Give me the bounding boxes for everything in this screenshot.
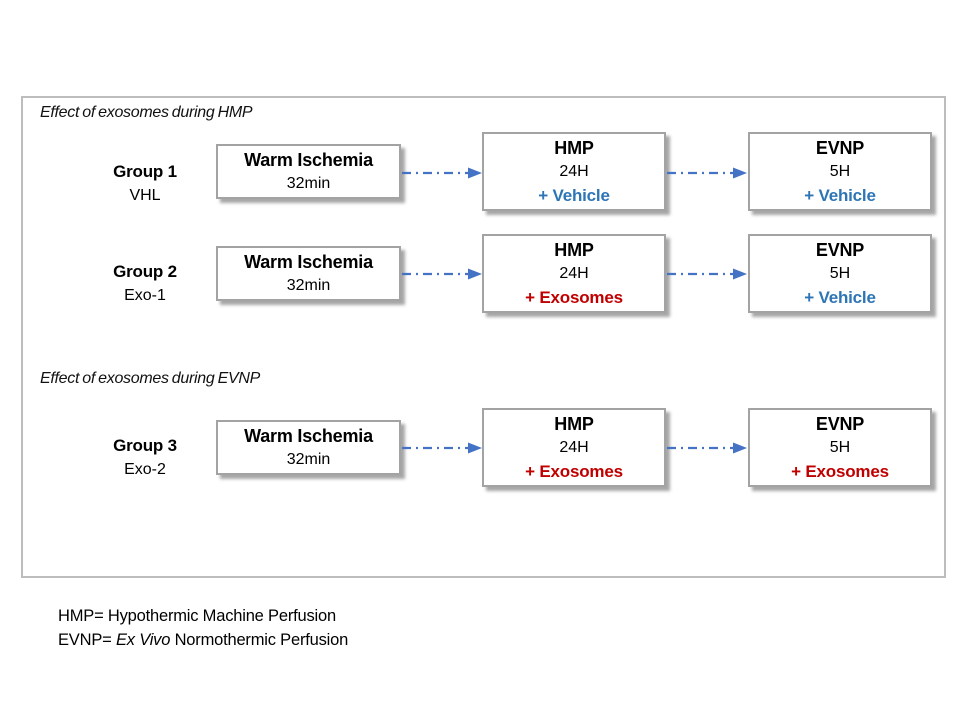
group-3-name: Group 3 [113, 436, 177, 455]
hmp-title: HMP [554, 137, 594, 158]
warm-ischemia-box-row2: Warm Ischemia 32min [216, 246, 401, 301]
legend-line-hmp: HMP= Hypothermic Machine Perfusion [58, 607, 336, 625]
evnp-additive: + Exosomes [791, 461, 889, 481]
warm-ischemia-title: Warm Ischemia [244, 425, 373, 446]
warm-ischemia-box-row3: Warm Ischemia 32min [216, 420, 401, 475]
flow-arrow-icon [402, 167, 482, 179]
abbreviation-legend: HMP= Hypothermic Machine Perfusion EVNP=… [58, 604, 348, 652]
group-3-label: Group 3 Exo-2 [70, 434, 220, 482]
evnp-additive: + Vehicle [804, 185, 876, 205]
warm-ischemia-box-row1: Warm Ischemia 32min [216, 144, 401, 199]
group-1-name: Group 1 [113, 162, 177, 181]
hmp-additive: + Vehicle [538, 185, 610, 205]
legend-evnp-italic: Ex Vivo [115, 631, 171, 649]
hmp-additive: + Exosomes [525, 287, 623, 307]
flow-arrow-icon [667, 442, 747, 454]
evnp-additive: + Vehicle [804, 287, 876, 307]
group-1-label: Group 1 VHL [70, 160, 220, 208]
evnp-box-row2: EVNP 5H + Vehicle [748, 234, 932, 313]
flow-arrow-icon [667, 167, 747, 179]
evnp-box-row3: EVNP 5H + Exosomes [748, 408, 932, 487]
evnp-duration: 5H [829, 162, 851, 180]
hmp-box-row1: HMP 24H + Vehicle [482, 132, 666, 211]
group-3-sub: Exo-2 [124, 461, 166, 478]
section-title-hmp: Effect of exosomes during HMP [40, 104, 253, 121]
evnp-box-row1: EVNP 5H + Vehicle [748, 132, 932, 211]
legend-line-evnp: EVNP= Ex Vivo Normothermic Perfusion [58, 628, 348, 652]
hmp-box-row2: HMP 24H + Exosomes [482, 234, 666, 313]
group-2-name: Group 2 [113, 262, 177, 281]
hmp-box-row3: HMP 24H + Exosomes [482, 408, 666, 487]
hmp-duration: 24H [559, 162, 589, 180]
evnp-duration: 5H [829, 438, 851, 456]
hmp-title: HMP [554, 413, 594, 434]
group-2-sub: Exo-1 [124, 287, 166, 304]
group-2-label: Group 2 Exo-1 [70, 260, 220, 308]
section-title-evnp: Effect of exosomes during EVNP [40, 370, 261, 387]
warm-ischemia-time: 32min [286, 174, 331, 192]
evnp-title: EVNP [815, 137, 865, 158]
evnp-title: EVNP [815, 239, 865, 260]
diagram-panel: Effect of exosomes during HMP Group 1 VH… [21, 96, 946, 649]
legend-evnp-rest: Normothermic Perfusion [170, 631, 349, 649]
flow-arrow-icon [402, 442, 482, 454]
hmp-additive: + Exosomes [525, 461, 623, 481]
hmp-duration: 24H [559, 438, 589, 456]
hmp-duration: 24H [559, 264, 589, 282]
warm-ischemia-time: 32min [286, 276, 331, 294]
warm-ischemia-time: 32min [286, 450, 331, 468]
warm-ischemia-title: Warm Ischemia [244, 251, 373, 272]
warm-ischemia-title: Warm Ischemia [244, 149, 373, 170]
flow-arrow-icon [402, 268, 482, 280]
group-1-sub: VHL [129, 187, 161, 204]
hmp-title: HMP [554, 239, 594, 260]
evnp-title: EVNP [815, 413, 865, 434]
legend-evnp-prefix: EVNP= [58, 631, 116, 649]
flow-arrow-icon [667, 268, 747, 280]
evnp-duration: 5H [829, 264, 851, 282]
